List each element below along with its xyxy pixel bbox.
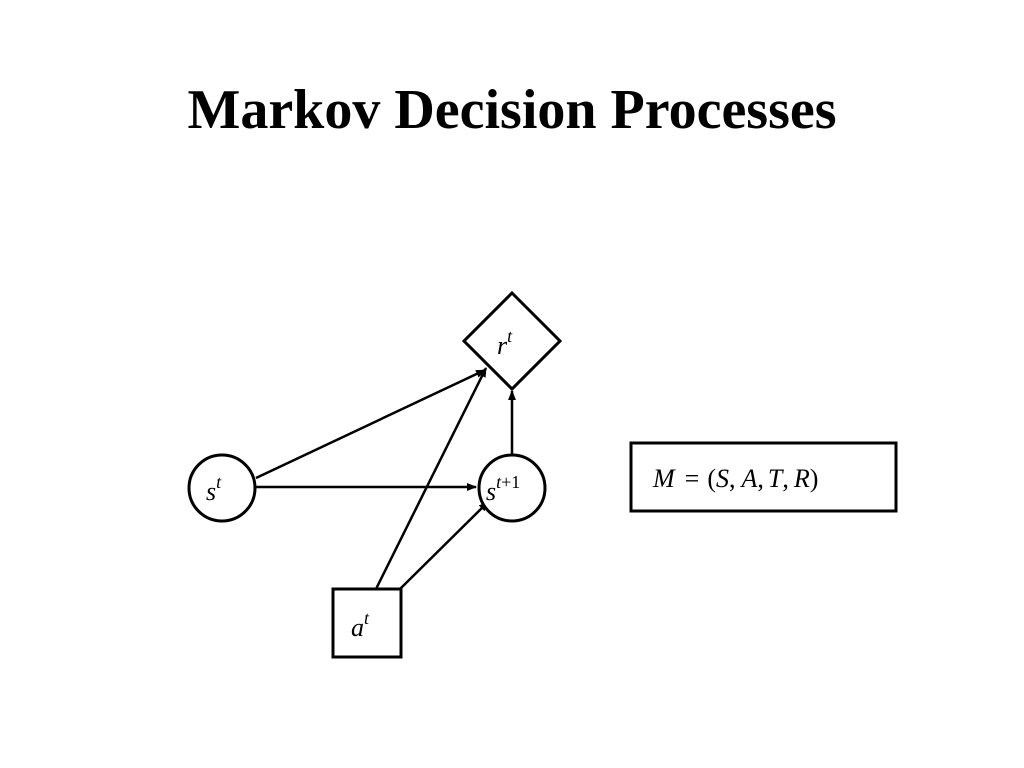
next-state-sup-var: t <box>496 472 502 492</box>
action-square <box>331 587 403 659</box>
definition-frame <box>629 441 898 513</box>
formula-a: A <box>740 464 758 493</box>
mdp-definition-box: M=(S,A,T,R) <box>629 441 898 513</box>
reward-node: rt <box>461 290 563 392</box>
state-circle <box>187 453 257 523</box>
state-sup: t <box>216 472 222 492</box>
next-state-sup-op: + <box>501 472 511 492</box>
formula-s: S <box>716 464 729 493</box>
slide-title: Markov Decision Processes <box>187 79 837 141</box>
next-state-node: st+1 <box>477 453 547 523</box>
edge-action-to-reward <box>374 367 488 590</box>
state-label: st <box>206 472 222 506</box>
reward-base: r <box>497 331 508 360</box>
formula-open-paren: ( <box>707 464 716 493</box>
action-base: a <box>351 613 364 642</box>
next-state-label: st+1 <box>486 472 520 506</box>
next-state-circle <box>477 453 547 523</box>
formula-m: M <box>652 464 676 493</box>
reward-label: rt <box>497 326 513 360</box>
formula-comma-1: , <box>729 464 736 493</box>
next-state-base: s <box>486 477 496 506</box>
action-sup: t <box>364 608 370 628</box>
formula-equals: = <box>685 464 700 493</box>
reward-diamond <box>461 290 563 392</box>
reward-sup: t <box>507 326 513 346</box>
edge-state-to-reward <box>255 368 486 480</box>
action-node: at <box>331 587 403 659</box>
formula-comma-2: , <box>757 464 764 493</box>
formula-comma-3: , <box>782 464 789 493</box>
formula-t: T <box>768 464 784 493</box>
formula-r: R <box>793 464 810 493</box>
state-base: s <box>206 477 216 506</box>
formula-close-paren: ) <box>810 464 819 493</box>
action-label: at <box>351 608 370 642</box>
state-node: st <box>187 453 257 523</box>
mdp-formula: M=(S,A,T,R) <box>652 464 818 493</box>
next-state-sup-num: 1 <box>511 472 520 492</box>
edge-action-to-next-state <box>399 501 489 590</box>
